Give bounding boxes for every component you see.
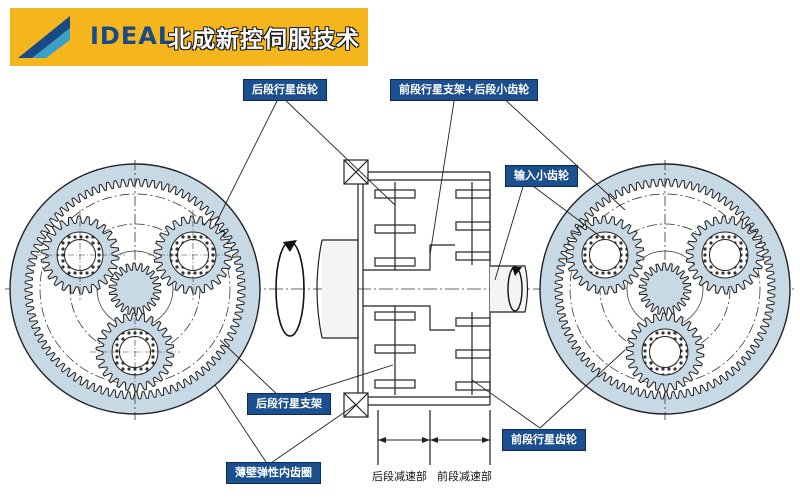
label-front-planet-gear: 前段行星齿轮: [502, 429, 586, 451]
page-title: 北成新控伺服技术: [168, 27, 360, 53]
right-planet-gear: [625, 312, 705, 392]
label-front-carrier-rear-sun: 前段行星支架+后段小齿轮: [390, 79, 539, 101]
ideal-logo-icon: [18, 16, 70, 58]
right-sun-gear: [638, 262, 692, 316]
label-rear-reduction: 后段减速部: [372, 470, 427, 483]
left-gear-view: [9, 160, 770, 420]
label-front-reduction: 前段减速部: [437, 470, 492, 483]
gearbox-cross-section: [275, 159, 529, 465]
right-planet-gear: [565, 215, 645, 295]
left-sun-gear: [108, 262, 162, 316]
label-input-sun-gear: 输入小齿轮: [505, 165, 578, 187]
logo-text: IDEAL: [90, 22, 175, 50]
right-gear-view: [539, 160, 791, 420]
label-rear-planet-gear: 后段行星齿轮: [243, 79, 327, 101]
label-thin-wall-ring-gear: 薄壁弹性内齿圈: [226, 462, 321, 484]
brand-banner: IDEAL 北成新控伺服技术: [10, 8, 368, 66]
label-rear-planet-carrier: 后段行星支架: [247, 393, 331, 415]
leader-lines: [214, 94, 626, 466]
right-planet-gear: [685, 215, 765, 295]
